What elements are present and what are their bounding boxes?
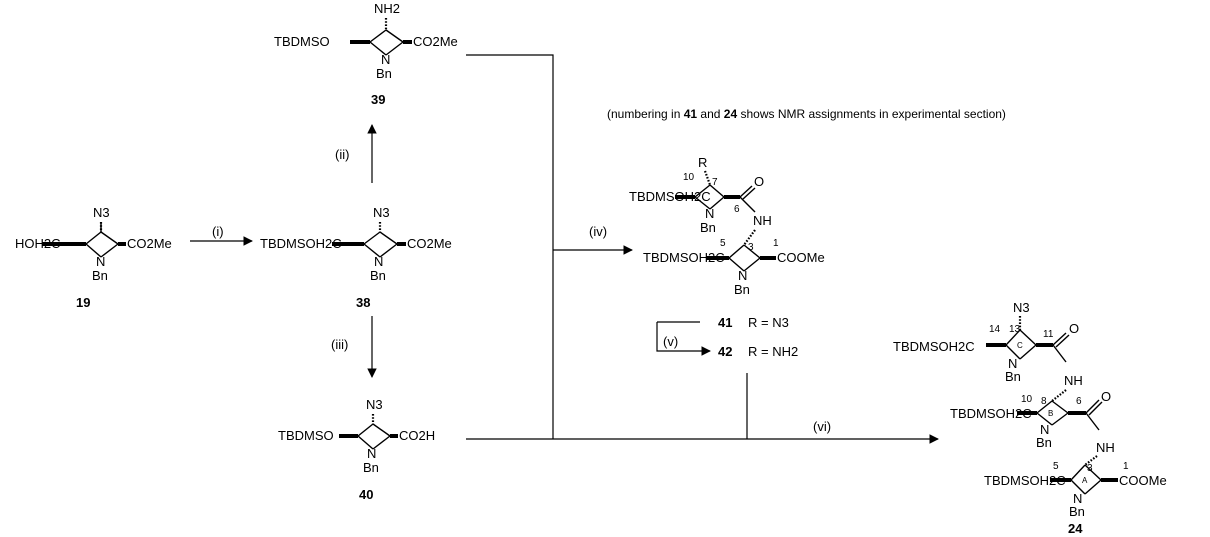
svg-text:5: 5: [720, 238, 726, 249]
compound-24: N3 13 C TBDMSOH2C 14 N Bn O 11 NH 8 B TB…: [893, 300, 1167, 536]
svg-text:N: N: [1073, 491, 1082, 506]
svg-text:HOH2C: HOH2C: [15, 236, 61, 251]
svg-text:14: 14: [989, 324, 1001, 335]
svg-text:Bn: Bn: [1069, 504, 1085, 519]
svg-text:N: N: [367, 446, 376, 461]
step-ii-label: (ii): [335, 147, 349, 162]
svg-text:Bn: Bn: [1005, 369, 1021, 384]
svg-text:10: 10: [683, 172, 695, 183]
svg-text:CO2Me: CO2Me: [413, 34, 458, 49]
svg-text:Bn: Bn: [92, 268, 108, 283]
svg-text:N3: N3: [366, 397, 383, 412]
svg-text:13: 13: [1009, 324, 1021, 335]
svg-text:10: 10: [1021, 394, 1033, 405]
r42-definition: R = NH2: [748, 344, 798, 359]
compound-38: N3 TBDMSOH2C CO2Me N Bn 38: [260, 205, 452, 310]
svg-text:7: 7: [712, 177, 718, 188]
svg-text:8: 8: [1041, 396, 1047, 407]
svg-text:N: N: [374, 254, 383, 269]
svg-text:5: 5: [1053, 461, 1059, 472]
compound-41: R 7 TBDMSOH2C 10 N Bn O 6 NH 3 TBDMSOH2C…: [629, 155, 825, 297]
svg-text:COOMe: COOMe: [777, 250, 825, 265]
compound-40: N3 TBDMSO CO2H N Bn 40: [278, 397, 435, 502]
svg-text:40: 40: [359, 487, 373, 502]
svg-text:B: B: [1048, 409, 1053, 418]
svg-text:COOMe: COOMe: [1119, 473, 1167, 488]
svg-text:TBDMSOH2C: TBDMSOH2C: [260, 236, 342, 251]
compound-19: N3 HOH2C CO2Me N Bn 19: [15, 205, 172, 310]
svg-text:19: 19: [76, 295, 90, 310]
svg-text:N3: N3: [373, 205, 390, 220]
svg-text:A: A: [1082, 476, 1088, 485]
label-41: 41: [718, 315, 732, 330]
svg-text:N: N: [1008, 356, 1017, 371]
svg-text:11: 11: [1043, 329, 1054, 340]
svg-text:Bn: Bn: [700, 220, 716, 235]
svg-text:Bn: Bn: [363, 460, 379, 475]
svg-text:CO2H: CO2H: [399, 428, 435, 443]
label-42: 42: [718, 344, 732, 359]
svg-text:O: O: [1101, 389, 1111, 404]
svg-text:TBDMSOH2C: TBDMSOH2C: [893, 339, 975, 354]
svg-text:Bn: Bn: [376, 66, 392, 81]
svg-text:R: R: [698, 155, 707, 170]
compound-39: NH2 TBDMSO CO2Me N Bn 39: [274, 1, 458, 107]
svg-text:N3: N3: [93, 205, 110, 220]
svg-text:O: O: [754, 174, 764, 189]
step-v-label: (v): [663, 334, 678, 349]
svg-text:NH: NH: [753, 213, 772, 228]
svg-text:3: 3: [1087, 463, 1093, 474]
r41-definition: R = N3: [748, 315, 789, 330]
svg-text:TBDMSOH2C: TBDMSOH2C: [629, 189, 711, 204]
svg-text:NH2: NH2: [374, 1, 400, 16]
step-i-label: (i): [212, 224, 224, 239]
svg-text:24: 24: [1068, 521, 1083, 536]
svg-text:N: N: [381, 52, 390, 67]
numbering-note: (numbering in 41 and 24 shows NMR assign…: [607, 107, 1006, 121]
svg-text:Bn: Bn: [1036, 435, 1052, 450]
step-vi-label: (vi): [813, 419, 831, 434]
svg-text:38: 38: [356, 295, 370, 310]
svg-text:NH: NH: [1064, 373, 1083, 388]
svg-text:Bn: Bn: [734, 282, 750, 297]
svg-text:N: N: [705, 206, 714, 221]
svg-text:TBDMSOH2C: TBDMSOH2C: [984, 473, 1066, 488]
step-iii-label: (iii): [331, 337, 348, 352]
svg-text:CO2Me: CO2Me: [407, 236, 452, 251]
svg-text:TBDMSO: TBDMSO: [274, 34, 330, 49]
svg-text:N: N: [738, 268, 747, 283]
svg-text:39: 39: [371, 92, 385, 107]
svg-text:C: C: [1017, 341, 1023, 350]
step-iv-label: (iv): [589, 224, 607, 239]
pathway-lines: [466, 54, 939, 444]
svg-text:3: 3: [748, 242, 754, 253]
arrow-step-v: [656, 322, 711, 356]
svg-text:N: N: [1040, 422, 1049, 437]
svg-text:1: 1: [773, 238, 779, 249]
svg-text:CO2Me: CO2Me: [127, 236, 172, 251]
svg-text:N: N: [96, 254, 105, 269]
svg-text:Bn: Bn: [370, 268, 386, 283]
svg-text:TBDMSOH2C: TBDMSOH2C: [950, 406, 1032, 421]
svg-text:TBDMSO: TBDMSO: [278, 428, 334, 443]
svg-text:1: 1: [1123, 461, 1129, 472]
svg-text:6: 6: [734, 204, 740, 215]
svg-text:NH: NH: [1096, 440, 1115, 455]
svg-text:TBDMSOH2C: TBDMSOH2C: [643, 250, 725, 265]
svg-text:6: 6: [1076, 396, 1082, 407]
svg-text:O: O: [1069, 321, 1079, 336]
svg-text:N3: N3: [1013, 300, 1030, 315]
